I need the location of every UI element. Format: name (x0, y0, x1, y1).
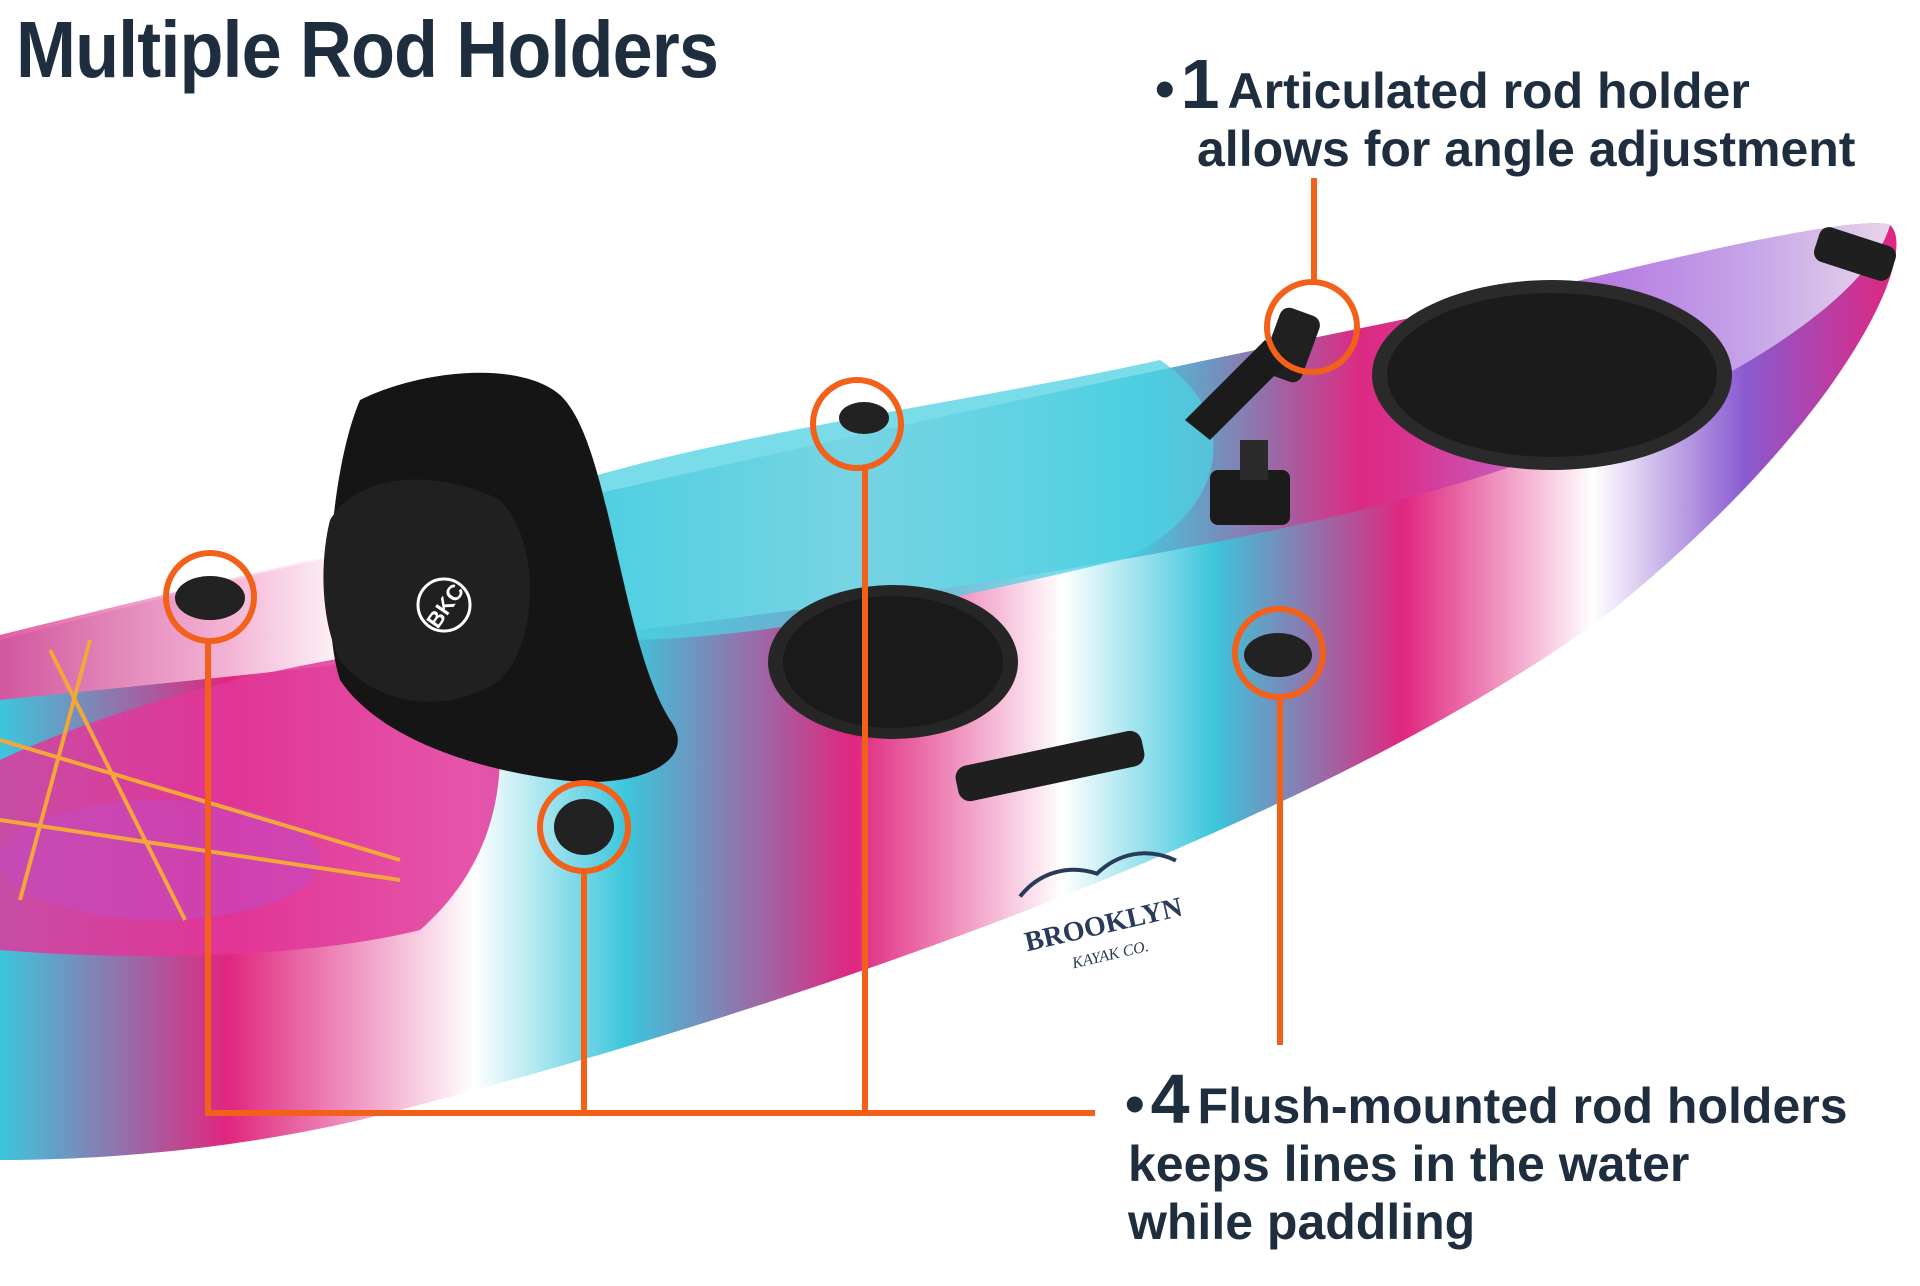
seat-logo-badge (416, 577, 472, 633)
side-handle (955, 730, 1145, 802)
bungee-cords (0, 639, 401, 921)
flush-holder-3 (554, 799, 614, 855)
callout-articulated-count: 1 (1180, 45, 1220, 123)
callout-articulated-text1: Articulated rod holder (1227, 63, 1750, 119)
callout-flush-text3: while paddling (1128, 1194, 1476, 1250)
leader-lines (205, 178, 1317, 1116)
bullet-icon: • (1155, 57, 1175, 120)
marker-flush-1 (163, 550, 257, 644)
flush-holder-2 (839, 402, 889, 434)
callout-flush-text1: Flush-mounted rod holders (1197, 1078, 1848, 1134)
marker-flush-2 (810, 377, 904, 471)
callout-flush-text2: keeps lines in the water (1128, 1136, 1690, 1192)
leader-flush-group (205, 643, 1095, 1116)
bow-handle (1813, 227, 1897, 281)
flush-holder-4 (1244, 633, 1312, 677)
bullet-icon: • (1125, 1072, 1145, 1135)
center-tankwell (568, 360, 1214, 640)
flush-holder-1 (175, 576, 245, 620)
callout-flush-count: 4 (1150, 1060, 1190, 1138)
articulated-rod-holder (1185, 307, 1320, 525)
page-title: Multiple Rod Holders (16, 5, 719, 94)
callout-articulated-text2: allows for angle adjustment (1197, 121, 1856, 177)
